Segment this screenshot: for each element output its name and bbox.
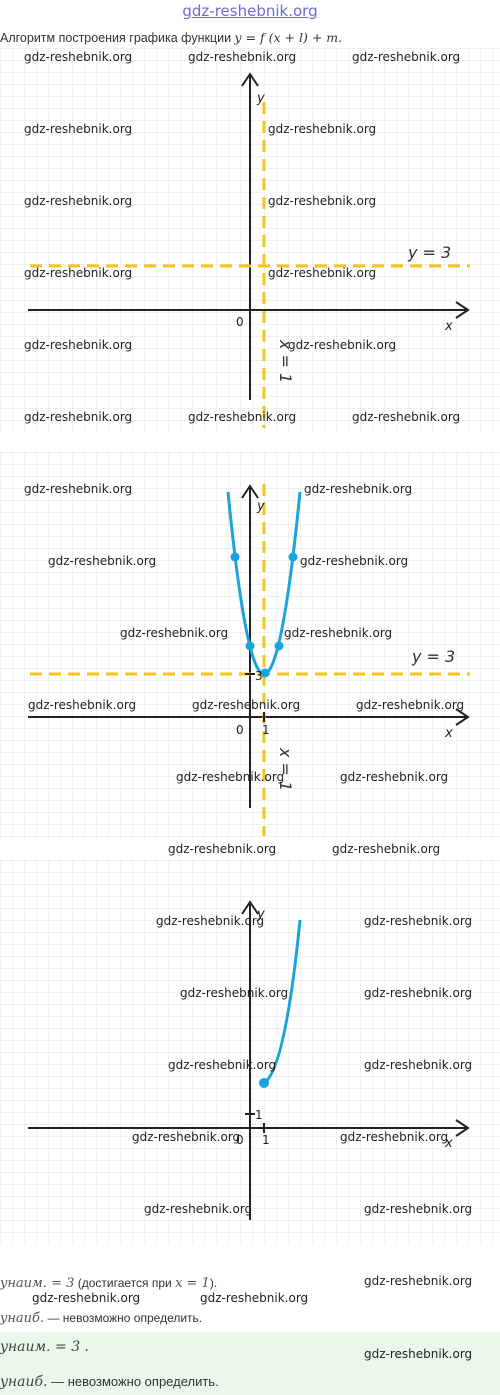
watermark: gdz-reshebnik.org <box>352 410 461 424</box>
watermark: gdz-reshebnik.org <box>340 770 449 784</box>
min-label: yнаим. <box>0 1276 47 1291</box>
watermark: gdz-reshebnik.org <box>24 50 133 64</box>
watermark: gdz-reshebnik.org <box>180 986 289 1000</box>
graph-half-parabola-svg: 1 1 x y 0 <box>0 860 500 1244</box>
watermark: gdz-reshebnik.org <box>200 1291 309 1305</box>
watermark: gdz-reshebnik.org <box>192 698 301 712</box>
watermark: gdz-reshebnik.org <box>364 986 473 1000</box>
watermark: gdz-reshebnik.org <box>188 410 297 424</box>
origin-label: 0 <box>236 315 244 329</box>
watermark: gdz-reshebnik.org <box>24 410 133 424</box>
watermark: gdz-reshebnik.org <box>364 1347 473 1361</box>
answer-max-label: yнаиб. <box>0 1374 48 1390</box>
graph-half-parabola: 1 1 x y 0 gdz-reshebnik.org gdz-reshebni… <box>0 860 500 1249</box>
x-axis-arrow <box>455 301 470 319</box>
watermark: gdz-reshebnik.org <box>176 770 285 784</box>
watermark: gdz-reshebnik.org <box>332 842 441 856</box>
heading-text: Алгоритм построения графика функции <box>0 31 235 45</box>
max-label: yнаиб. <box>0 1311 45 1326</box>
curve-point <box>245 641 255 651</box>
watermark: gdz-reshebnik.org <box>356 698 465 712</box>
note-max-line: yнаиб. — невозможно определить. <box>0 1311 202 1326</box>
watermark: gdz-reshebnik.org <box>268 122 377 136</box>
x-axis-label: x <box>444 319 453 334</box>
vertical-line-label: x = 1 <box>276 747 295 791</box>
watermark: gdz-reshebnik.org <box>24 338 133 352</box>
watermark: gdz-reshebnik.org <box>24 194 133 208</box>
watermark: gdz-reshebnik.org <box>268 266 377 280</box>
watermark: gdz-reshebnik.org <box>132 1130 241 1144</box>
horizontal-line-label: y = 3 <box>407 243 451 262</box>
watermark: gdz-reshebnik.org <box>168 842 277 856</box>
watermark: gdz-reshebnik.org <box>120 626 229 640</box>
watermark: gdz-reshebnik.org <box>28 698 137 712</box>
min-end: ). <box>209 1276 218 1290</box>
curve-point <box>288 552 298 562</box>
watermark: gdz-reshebnik.org <box>364 1274 473 1288</box>
watermark: gdz-reshebnik.org <box>156 914 265 928</box>
watermark: gdz-reshebnik.org <box>24 266 133 280</box>
watermark: gdz-reshebnik.org <box>300 554 409 568</box>
watermark: gdz-reshebnik.org <box>48 554 157 568</box>
answer-min-line: yнаим. = 3 . <box>0 1339 89 1355</box>
y-axis-arrow <box>241 72 259 87</box>
answer-min-label: yнаим. <box>0 1339 51 1355</box>
min-value: = 3 <box>46 1276 75 1291</box>
tick-label-x1: 1 <box>262 723 270 737</box>
tick-label-y1: 1 <box>255 1108 263 1122</box>
watermark: gdz-reshebnik.org <box>268 194 377 208</box>
watermark: gdz-reshebnik.org <box>24 122 133 136</box>
watermark: gdz-reshebnik.org <box>352 50 461 64</box>
graph-asymptotes: x y 0 y = 3 x = 1 gdz-reshebnik.org gdz-… <box>0 48 500 437</box>
heading-formula: y = f (x + l) + m. <box>234 30 343 45</box>
curve-start-point <box>259 1078 269 1088</box>
curve-point <box>260 668 270 678</box>
x-axis-arrow <box>455 708 470 726</box>
watermark: gdz-reshebnik.org <box>284 626 393 640</box>
answer-min-value: = 3 . <box>50 1339 90 1355</box>
y-axis-label: y <box>256 907 265 922</box>
x-axis-label: x <box>444 726 453 741</box>
watermark: gdz-reshebnik.org <box>364 1058 473 1072</box>
graph-parabola-svg: 1 3 x y 0 y = 3 x = 1 <box>0 452 500 838</box>
x-axis-label: x <box>444 1136 453 1151</box>
graph-asymptotes-svg: x y 0 y = 3 x = 1 <box>0 48 500 432</box>
horizontal-line-label: y = 3 <box>411 647 455 666</box>
y-axis-arrow <box>241 484 259 499</box>
watermark: gdz-reshebnik.org <box>168 1058 277 1072</box>
tick-label-x1: 1 <box>262 1133 270 1147</box>
answer-max-line: yнаиб. — невозможно определить. <box>0 1374 219 1390</box>
watermark: gdz-reshebnik.org <box>32 1291 141 1305</box>
watermark: gdz-reshebnik.org <box>144 1202 253 1216</box>
tick-label-y3: 3 <box>255 669 263 683</box>
graph-parabola: 1 3 x y 0 y = 3 x = 1 gdz-reshebnik.org … <box>0 452 500 856</box>
watermark: gdz-reshebnik.org <box>24 482 133 496</box>
y-axis-arrow <box>241 900 259 915</box>
note-min-line: yнаим. = 3 (достигается при x = 1). <box>0 1276 217 1291</box>
half-parabola-curve <box>263 919 302 1085</box>
watermark: gdz-reshebnik.org <box>304 482 413 496</box>
page-heading: Алгоритм построения графика функции y = … <box>0 30 342 45</box>
curve-point <box>230 552 240 562</box>
min-x: x = 1 <box>175 1276 210 1291</box>
y-axis-label: y <box>256 91 265 106</box>
watermark: gdz-reshebnik.org <box>364 914 473 928</box>
watermark: gdz-reshebnik.org <box>188 50 297 64</box>
watermark: gdz-reshebnik.org <box>340 1130 449 1144</box>
answer-max-text: — невозможно определить. <box>47 1374 219 1389</box>
vertical-line-label: x = 1 <box>276 339 295 383</box>
x-axis-arrow <box>455 1119 470 1137</box>
y-axis-label: y <box>256 499 265 514</box>
min-text: (достигается при <box>74 1276 176 1290</box>
watermark: gdz-reshebnik.org <box>364 1202 473 1216</box>
answer-box: yнаим. = 3 . gdz-reshebnik.org yнаиб. — … <box>0 1332 500 1395</box>
origin-label: 0 <box>236 1133 244 1147</box>
curve-point <box>274 641 284 651</box>
watermark: gdz-reshebnik.org <box>288 338 397 352</box>
site-title[interactable]: gdz-reshebnik.org <box>182 2 318 20</box>
origin-label: 0 <box>236 723 244 737</box>
max-text: — невозможно определить. <box>44 1311 203 1325</box>
